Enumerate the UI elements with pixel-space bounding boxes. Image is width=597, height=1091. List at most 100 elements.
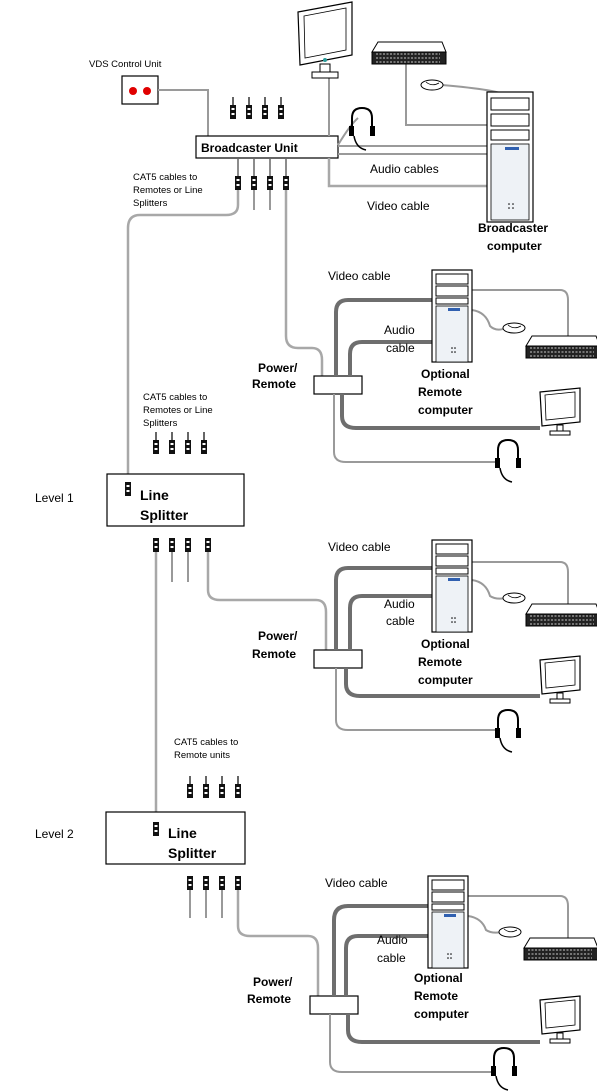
tower-r3 xyxy=(427,875,469,969)
audio-r1-label-1: Audio xyxy=(384,323,415,337)
cat5-to-remote3 xyxy=(236,890,320,996)
broadcaster-tower xyxy=(486,91,534,223)
audio-cable-r1 xyxy=(348,340,432,376)
broadcaster-top-plugs xyxy=(230,97,284,119)
cat5-mid-label-3: Splitters xyxy=(143,418,178,429)
vds-control-unit-label: VDS Control Unit xyxy=(89,59,162,70)
video-cable-r3 xyxy=(332,904,428,996)
keyboard-r2 xyxy=(525,603,597,627)
monitor-r3 xyxy=(539,995,581,1044)
mouse-cable-r2 xyxy=(471,579,507,600)
monitor-cable-r1 xyxy=(340,394,540,430)
headset-cable-r3 xyxy=(329,1014,492,1073)
level1-label: Level 1 xyxy=(35,491,74,505)
splitter2-bottom-plugs xyxy=(187,876,241,918)
keyboard-r3 xyxy=(523,937,597,961)
video-cable-r3-label: Video cable xyxy=(325,876,388,890)
video-cable-label: Video cable xyxy=(367,199,430,213)
cat5-to-splitter1 xyxy=(126,190,240,482)
broadcaster-keyboard xyxy=(371,41,447,65)
optional-r1-label-1: Optional xyxy=(421,367,470,381)
monitor-r2 xyxy=(539,655,581,704)
splitter1-bottom-plugs xyxy=(153,538,211,582)
audio-cable-r3 xyxy=(344,934,428,996)
power-remote-3-label-2: Remote xyxy=(247,992,291,1006)
power-remote-2 xyxy=(313,649,363,669)
keyboard-cable-r3 xyxy=(468,895,569,942)
splitter1-top-plugs xyxy=(153,432,207,454)
video-cable-r1 xyxy=(334,298,432,376)
monitor-cable-r2 xyxy=(344,668,540,698)
line-splitter-2 xyxy=(105,811,246,865)
audio-r3-label-2: cable xyxy=(377,951,406,965)
splitter2-label-1: Line xyxy=(168,825,197,841)
broadcaster-monitor xyxy=(297,1,353,79)
mouse-r2 xyxy=(502,592,526,604)
video-cable-broadcaster xyxy=(327,158,487,188)
headset-r2 xyxy=(494,709,522,753)
broadcaster-unit-label: Broadcaster Unit xyxy=(201,141,298,155)
headset-cable-r1 xyxy=(333,394,495,463)
headset-cable-r2 xyxy=(335,668,495,731)
power-remote-2-label-1: Power/ xyxy=(258,629,298,643)
optional-r2-label-2: Remote xyxy=(418,655,462,669)
video-cable-r2 xyxy=(334,566,432,650)
mouse-r1 xyxy=(502,322,526,334)
cat5-top-label-2: Remotes or Line xyxy=(133,185,203,196)
cat5-low-label-2: Remote units xyxy=(174,750,230,761)
cat5-low-label-1: CAT5 cables to xyxy=(174,737,238,748)
broadcaster-bottom-plugs xyxy=(235,158,289,210)
tower-r2 xyxy=(431,539,473,633)
keyboard-cable-r2 xyxy=(472,561,569,608)
vds-led-left xyxy=(129,87,137,95)
power-remote-3-label-1: Power/ xyxy=(253,975,293,989)
headset-r3 xyxy=(490,1047,518,1091)
cat5-to-remote1 xyxy=(284,190,324,376)
vds-led-right xyxy=(143,87,151,95)
audio-r2-label-1: Audio xyxy=(384,597,415,611)
broadcaster-mouse xyxy=(420,79,444,91)
broadcaster-computer-label-2: computer xyxy=(487,239,542,253)
audio-r3-label-1: Audio xyxy=(377,933,408,947)
power-remote-3 xyxy=(309,995,359,1015)
power-remote-1-label-2: Remote xyxy=(252,377,296,391)
keyboard-r1 xyxy=(525,335,597,359)
audio-cable-r2 xyxy=(348,594,432,650)
optional-r2-label-3: computer xyxy=(418,673,473,687)
optional-r1-label-3: computer xyxy=(418,403,473,417)
keyboard-cable xyxy=(405,62,487,126)
cat5-mid-label-2: Remotes or Line xyxy=(143,405,213,416)
cat5-top-label-1: CAT5 cables to xyxy=(133,172,197,183)
audio-r1-label-2: cable xyxy=(386,341,415,355)
splitter2-input-plug xyxy=(153,822,159,836)
optional-r2-label-1: Optional xyxy=(421,637,470,651)
video-cable-r2-label: Video cable xyxy=(328,540,391,554)
optional-r3-label-3: computer xyxy=(414,1007,469,1021)
splitter1-label-1: Line xyxy=(140,487,169,503)
level2-label: Level 2 xyxy=(35,827,74,841)
cat5-to-remote2 xyxy=(206,552,328,650)
headset-r1 xyxy=(494,439,522,483)
power-remote-1 xyxy=(313,375,363,395)
power-remote-1-label-1: Power/ xyxy=(258,361,298,375)
broadcaster-computer-label-1: Broadcaster xyxy=(478,221,548,235)
broadcaster-headset xyxy=(348,107,376,151)
vds-cable xyxy=(158,89,209,136)
splitter1-input-plug xyxy=(125,482,131,496)
keyboard-cable-r1 xyxy=(472,289,569,338)
power-remote-2-label-2: Remote xyxy=(252,647,296,661)
mouse-cable-r1 xyxy=(471,309,507,331)
audio-r2-label-2: cable xyxy=(386,614,415,628)
line-splitter-1 xyxy=(106,473,245,527)
mouse-cable-r3 xyxy=(467,915,503,934)
audio-cables-label: Audio cables xyxy=(370,162,439,176)
cat5-mid-label-1: CAT5 cables to xyxy=(143,392,207,403)
cat5-top-label-3: Splitters xyxy=(133,198,168,209)
mouse-r3 xyxy=(498,926,522,938)
optional-r3-label-2: Remote xyxy=(414,989,458,1003)
optional-r1-label-2: Remote xyxy=(418,385,462,399)
splitter1-label-2: Splitter xyxy=(140,507,189,523)
monitor-r1 xyxy=(539,387,581,436)
vds-control-unit xyxy=(121,75,159,105)
